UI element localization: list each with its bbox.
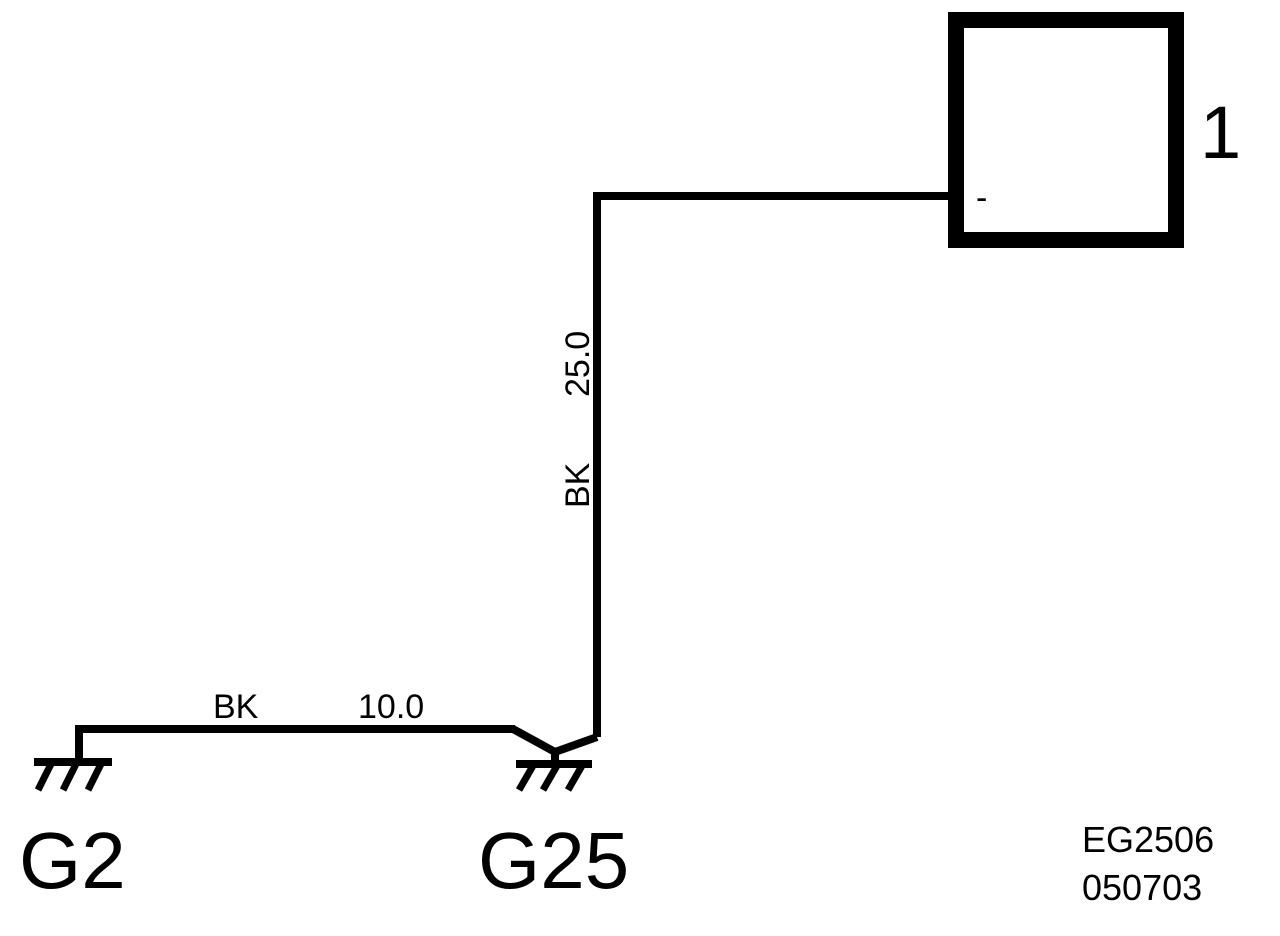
component-1: 1 -	[948, 12, 1241, 248]
wire-color-label: BK	[559, 462, 597, 508]
ground-label: G2	[19, 816, 126, 905]
figure-code-id: EG2506	[1082, 819, 1214, 860]
splice-junction	[511, 725, 599, 763]
wire-size-label: 25.0	[559, 331, 597, 397]
wire-path-bk-25	[593, 192, 948, 737]
ground-icon	[515, 760, 592, 792]
figure-code: EG2506 050703	[1082, 819, 1214, 908]
wire-bk-25: 25.0 BK	[559, 192, 948, 737]
wire-color-label: BK	[213, 688, 259, 726]
wire-bk-10: BK 10.0	[75, 688, 515, 758]
ground-icon	[34, 758, 112, 792]
wire-size-label: 10.0	[358, 688, 424, 726]
component-number: 1	[1200, 91, 1241, 174]
ground-g25: G25	[478, 760, 629, 905]
figure-code-date: 050703	[1082, 867, 1202, 908]
component-box	[948, 12, 1184, 248]
terminal-label: -	[976, 179, 987, 217]
splice-leg-left	[511, 725, 557, 756]
wire-path-bk-10	[75, 725, 515, 758]
splice-leg-right	[553, 733, 599, 756]
ground-g2: G2	[19, 758, 126, 905]
ground-label: G25	[478, 816, 629, 905]
